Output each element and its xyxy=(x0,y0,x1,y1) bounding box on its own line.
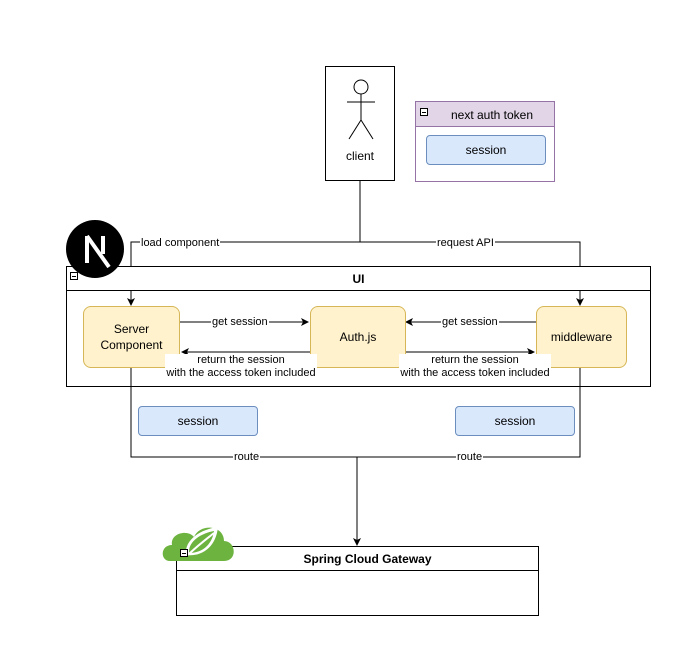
route-right-edge xyxy=(357,368,581,458)
return-left-label: return the session with the access token… xyxy=(165,354,317,380)
ui-container: UI xyxy=(66,266,651,387)
collapse-icon[interactable] xyxy=(180,549,188,557)
route-right-label: route xyxy=(456,451,484,463)
gateway-container: Spring Cloud Gateway xyxy=(176,546,539,616)
session-right-box: session xyxy=(455,406,575,436)
token-session-box: session xyxy=(426,135,546,165)
server-component-node: Server Component xyxy=(83,306,180,368)
route-left-label: route xyxy=(233,451,261,463)
request-api-label: request API xyxy=(436,237,495,249)
gateway-header: Spring Cloud Gateway xyxy=(177,547,538,571)
next-auth-token-title: next auth token xyxy=(450,108,534,122)
collapse-icon[interactable] xyxy=(420,108,428,116)
client-box: client xyxy=(325,66,395,181)
ui-container-header: UI xyxy=(67,267,650,291)
nextjs-logo-icon xyxy=(66,220,124,278)
authjs-node: Auth.js xyxy=(310,306,406,368)
ui-container-title: UI xyxy=(352,272,365,286)
session-left-box: session xyxy=(138,406,258,436)
collapse-icon[interactable] xyxy=(70,272,78,280)
get-session-left-label: get session xyxy=(211,316,269,328)
load-component-label: load component xyxy=(140,237,221,249)
next-auth-token-container: next auth token session xyxy=(415,101,555,182)
return-right-label: return the session with the access token… xyxy=(399,354,551,380)
spring-leaf-icon xyxy=(162,527,234,561)
actor-icon xyxy=(347,79,375,140)
next-auth-token-header: next auth token xyxy=(416,102,554,127)
get-session-right-label: get session xyxy=(441,316,499,328)
middleware-node: middleware xyxy=(536,306,627,368)
gateway-title: Spring Cloud Gateway xyxy=(303,552,432,566)
client-label: client xyxy=(345,149,374,163)
route-left-edge xyxy=(130,368,357,458)
